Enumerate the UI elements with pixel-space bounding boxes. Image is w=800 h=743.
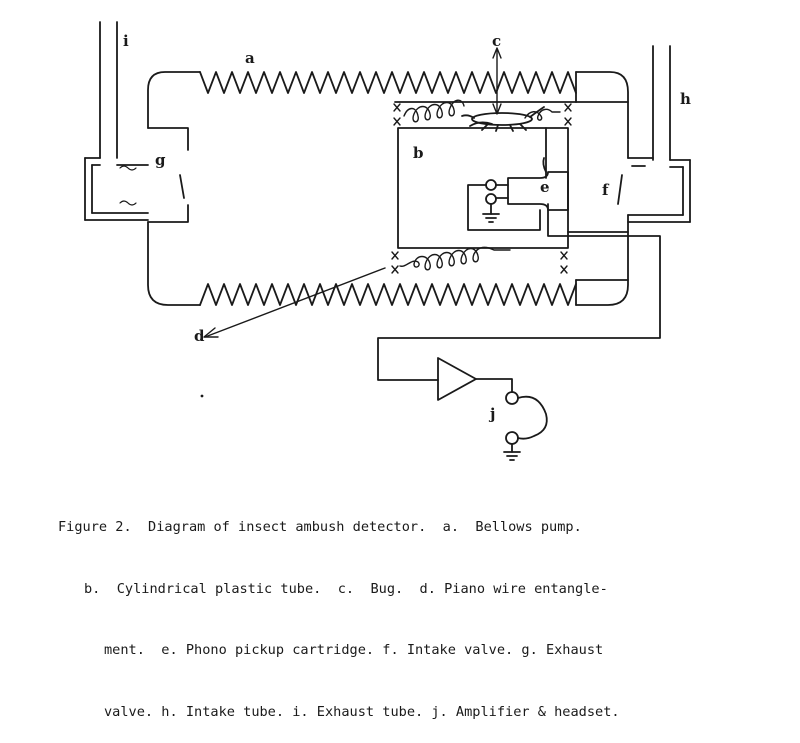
signal-wire [377, 203, 661, 381]
caption-line-1: Figure 2. Diagram of insect ambush detec… [58, 519, 582, 535]
intake-tube [627, 45, 691, 223]
amplifier [437, 357, 513, 401]
intake-valve [617, 165, 646, 205]
headset [503, 391, 548, 461]
wire-entanglement-pointer [203, 267, 386, 338]
figure-caption: Figure 2. Diagram of insect ambush detec… [58, 476, 788, 743]
bellows-bottom-zigzag [199, 283, 577, 306]
insect-ambush-detector-diagram: i a c h g b e f d j [84, 21, 691, 461]
phono-pickup-cartridge [467, 127, 569, 231]
bug [461, 106, 545, 132]
bellows-pump [147, 71, 629, 306]
label-j: j [488, 405, 495, 423]
label-c: c [492, 32, 501, 50]
label-h: h [680, 90, 691, 108]
label-d: d [194, 327, 205, 345]
piano-wire-bottom [399, 246, 511, 271]
bellows-top-zigzag [199, 71, 577, 94]
label-e: e [540, 178, 550, 196]
caption-line-3: ment. e. Phono pickup cartridge. f. Inta… [104, 642, 604, 658]
exhaust-tube [84, 21, 149, 221]
wire-anchor-marks [391, 103, 572, 274]
caption-line-4: valve. h. Intake tube. i. Exhaust tube. … [104, 703, 620, 720]
label-g: g [155, 151, 166, 169]
label-b: b [413, 144, 424, 162]
label-f: f [602, 181, 610, 199]
label-i: i [123, 32, 129, 50]
caption-line-2: b. Cylindrical plastic tube. c. Bug. d. … [84, 580, 608, 597]
bug-pointer-arrow [492, 47, 502, 115]
print-speck [200, 394, 204, 398]
label-a: a [245, 49, 255, 67]
piano-wire-top [403, 99, 561, 123]
exhaust-valve [119, 127, 189, 223]
